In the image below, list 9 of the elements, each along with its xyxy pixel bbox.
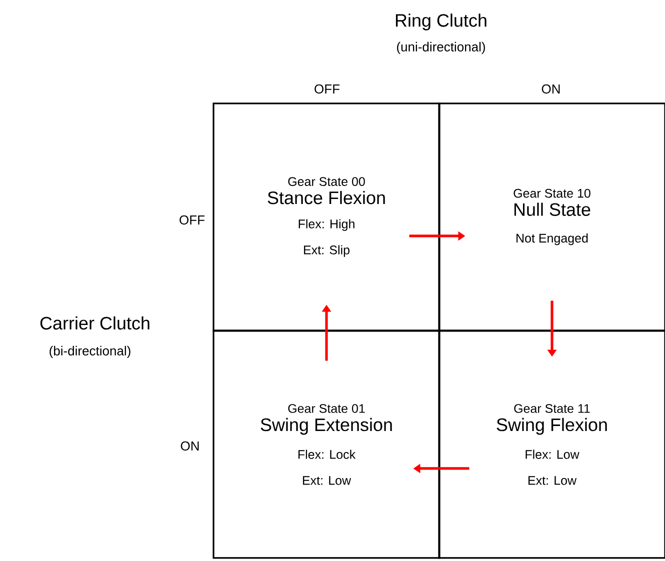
axis-title: Ring Clutch	[396, 14, 486, 30]
axis-label: (bi-directional)	[50, 346, 130, 358]
state-cell: Gear State 11 Swing Flexion Flex: Low Ext: Low	[438, 330, 665, 559]
state-cell: Gear State 10 Null State Not Engaged	[438, 102, 665, 332]
axis-label: (uni-directional)	[397, 42, 485, 54]
axis-label: ON	[180, 441, 199, 451]
state-cell: Gear State 00 Stance Flexion Flex: High Ext: Slip	[212, 102, 440, 332]
axis-title: Carrier Clutch	[40, 316, 150, 330]
state-cell: Gear State 01 Swing Extension Flex: Lock Ext: Low	[212, 330, 440, 559]
